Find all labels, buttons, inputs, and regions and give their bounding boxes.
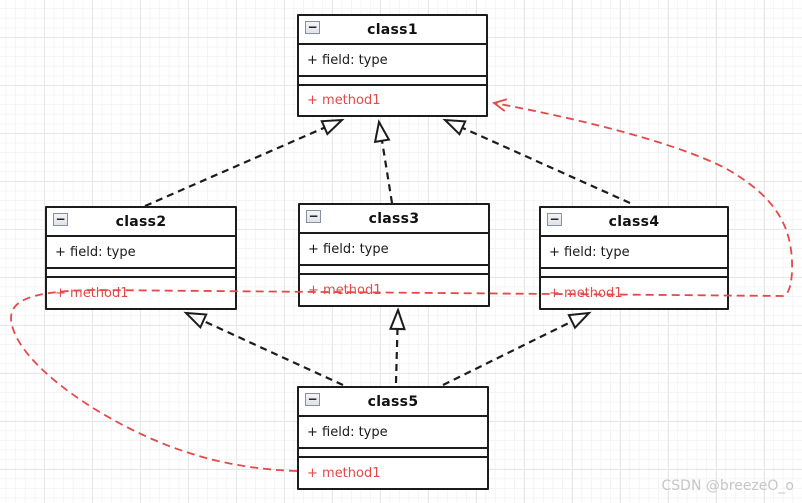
class-box-class2[interactable]: − class2 + field: type + method1 [45,206,237,310]
class4-method: + method1 [549,285,623,301]
realization-class3-to-class1[interactable] [373,119,394,204]
class5-title: class5 [367,393,419,410]
realization-class5-to-class3[interactable] [389,307,406,384]
class3-field: + field: type [300,234,488,266]
class1-empty-row [299,77,486,86]
collapse-minus-icon[interactable]: − [305,21,320,34]
class-box-class3[interactable]: − class3 + field: type + method1 [298,203,490,307]
class5-header: − class5 [299,388,487,417]
class1-field: + field: type [299,45,486,77]
collapse-minus-icon[interactable]: − [305,393,320,406]
realization-class5-to-class4[interactable] [442,311,592,386]
class1-title: class1 [367,21,418,38]
class4-title: class4 [608,213,660,230]
class5-empty-row [299,449,487,458]
collapse-minus-icon[interactable]: − [306,210,321,223]
class1-header: − class1 [299,16,486,45]
class-box-class5[interactable]: − class5 + field: type + method1 [297,386,489,490]
class-box-class1[interactable]: − class1 + field: type + method1 [297,14,488,117]
class3-empty-row [300,266,488,275]
class5-method: + method1 [307,465,381,481]
realization-class2-to-class1[interactable] [144,118,345,208]
class4-field: + field: type [541,237,727,269]
class2-empty-row [47,269,235,278]
class2-field: + field: type [47,237,235,269]
class3-method: + method1 [308,282,382,298]
class2-header: − class2 [47,208,235,237]
collapse-minus-icon[interactable]: − [547,213,562,226]
realization-class4-to-class1[interactable] [442,118,631,205]
class2-method: + method1 [55,285,129,301]
class3-header: − class3 [300,205,488,234]
realization-class5-to-class2[interactable] [183,311,344,386]
csdn-watermark: CSDN @breezeO_o [661,478,794,494]
class3-title: class3 [368,210,420,227]
class1-method: + method1 [307,93,381,108]
class4-header: − class4 [541,208,727,237]
class4-empty-row [541,269,727,278]
collapse-minus-icon[interactable]: − [53,213,68,226]
class-box-class4[interactable]: − class4 + field: type + method1 [539,206,729,310]
class5-field: + field: type [299,417,487,449]
class2-title: class2 [115,213,167,230]
